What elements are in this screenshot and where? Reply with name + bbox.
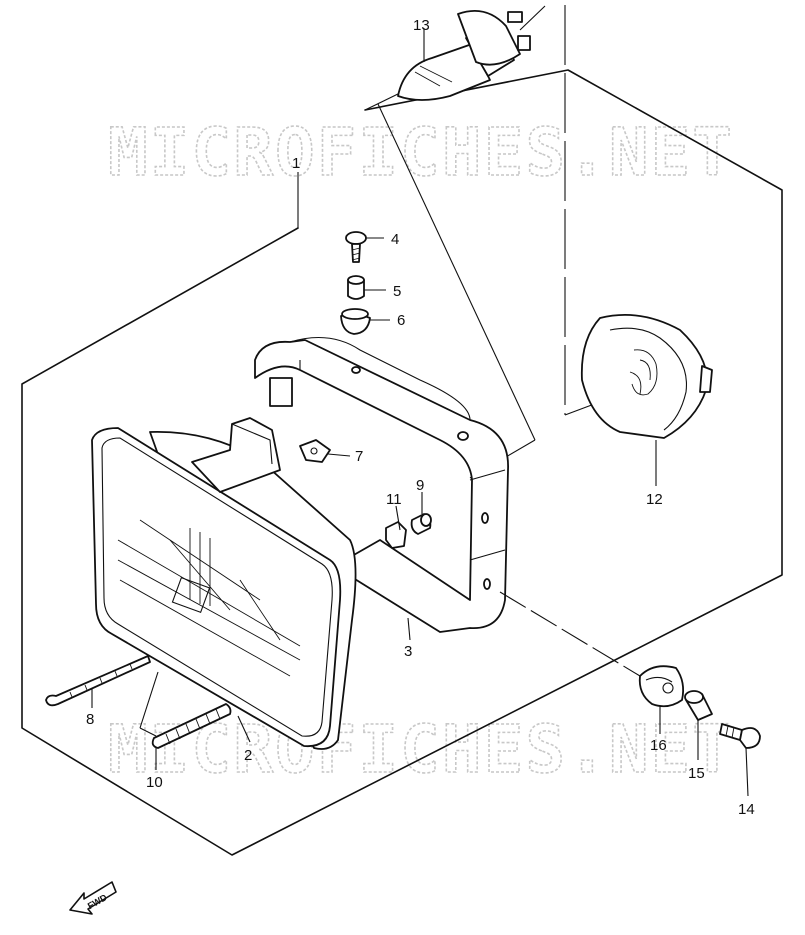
grommet-16[interactable] — [638, 665, 685, 708]
callout-13: 13 — [413, 17, 430, 34]
callout-2: 2 — [244, 747, 252, 764]
nut-11[interactable] — [385, 521, 407, 549]
screw-8[interactable] — [45, 655, 151, 707]
callout-9: 9 — [416, 477, 424, 494]
lens-pattern — [117, 519, 301, 677]
callout-6: 6 — [397, 312, 405, 329]
watermark-top: MICROFICHES.NET — [108, 114, 734, 191]
assembly-outline — [21, 69, 783, 856]
housing-3[interactable] — [254, 337, 509, 633]
leader-lines — [91, 28, 749, 797]
callout-16: 16 — [650, 737, 667, 754]
fwd-arrow-icon: FWD — [69, 881, 117, 915]
bolt-14[interactable] — [719, 723, 761, 749]
callout-1: 1 — [292, 155, 300, 172]
headlight-unit-2[interactable] — [91, 427, 357, 750]
bulb-13[interactable] — [397, 10, 531, 101]
callout-15: 15 — [688, 765, 705, 782]
callout-10: 10 — [146, 774, 163, 791]
callout-14: 14 — [738, 801, 755, 818]
callout-4: 4 — [391, 231, 399, 248]
collar-9[interactable] — [410, 513, 432, 535]
bracket — [191, 417, 281, 493]
spring-10[interactable] — [139, 671, 232, 749]
reference-line-16 — [499, 591, 641, 677]
callout-11: 11 — [386, 491, 402, 508]
collar-5[interactable] — [347, 275, 365, 300]
callout-8: 8 — [86, 711, 94, 728]
callout-3: 3 — [404, 643, 412, 660]
nut-7[interactable] — [299, 439, 331, 463]
callout-12: 12 — [646, 491, 663, 508]
collar-15[interactable] — [684, 690, 713, 721]
callout-5: 5 — [393, 283, 401, 300]
callout-7: 7 — [355, 448, 363, 465]
grommet-6[interactable] — [340, 308, 371, 335]
socket-cover-12[interactable] — [580, 313, 713, 439]
callouts: 1 2 3 4 5 6 7 8 9 10 11 12 13 14 15 16 — [86, 17, 755, 818]
screw-4[interactable] — [345, 231, 367, 263]
